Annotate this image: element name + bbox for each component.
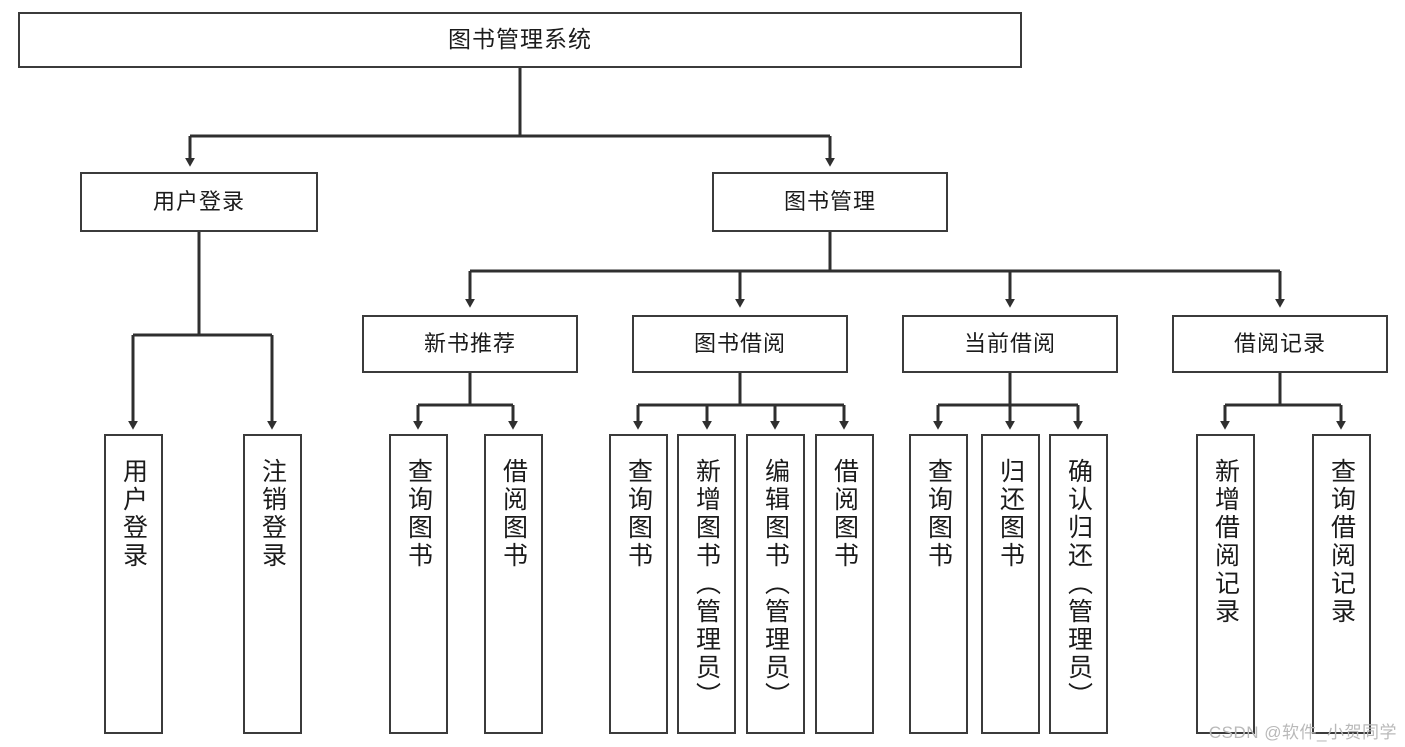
- node-book-borrow[interactable]: 图书借阅: [632, 315, 848, 373]
- node-user-login[interactable]: 用户登录: [80, 172, 318, 232]
- node-label: 新增图书（管理员）: [692, 458, 721, 710]
- node-new-book-recommend[interactable]: 新书推荐: [362, 315, 578, 373]
- node-current-borrow[interactable]: 当前借阅: [902, 315, 1118, 373]
- leaf-confirm-return-admin[interactable]: 确认归还（管理员）: [1049, 434, 1108, 734]
- node-label: 编辑图书（管理员）: [761, 458, 790, 710]
- node-label: 借阅图书: [499, 458, 528, 570]
- leaf-query-book-borrow[interactable]: 查询图书: [609, 434, 668, 734]
- node-label: 用户登录: [152, 188, 245, 214]
- node-label: 用户登录: [119, 458, 148, 570]
- leaf-query-book-recommend[interactable]: 查询图书: [389, 434, 448, 734]
- node-borrow-record[interactable]: 借阅记录: [1172, 315, 1388, 373]
- node-label: 图书管理: [783, 188, 876, 214]
- node-label: 新书推荐: [423, 330, 516, 356]
- node-label: 借阅记录: [1233, 330, 1326, 356]
- node-book-management-system[interactable]: 图书管理系统: [18, 12, 1022, 68]
- leaf-user-logout[interactable]: 注销登录: [243, 434, 302, 734]
- node-label: 确认归还（管理员）: [1064, 458, 1093, 710]
- node-label: 查询图书: [624, 458, 653, 570]
- leaf-return-book[interactable]: 归还图书: [981, 434, 1040, 734]
- node-label: 查询图书: [404, 458, 433, 570]
- leaf-add-book-admin[interactable]: 新增图书（管理员）: [677, 434, 736, 734]
- node-label: 图书借阅: [693, 330, 786, 356]
- leaf-add-borrow-record[interactable]: 新增借阅记录: [1196, 434, 1255, 734]
- node-book-management[interactable]: 图书管理: [712, 172, 948, 232]
- node-label: 图书管理系统: [448, 26, 592, 53]
- leaf-borrow-book-recommend[interactable]: 借阅图书: [484, 434, 543, 734]
- node-label: 归还图书: [996, 458, 1025, 570]
- node-label: 借阅图书: [830, 458, 859, 570]
- leaf-borrow-book[interactable]: 借阅图书: [815, 434, 874, 734]
- node-label: 查询图书: [924, 458, 953, 570]
- leaf-edit-book-admin[interactable]: 编辑图书（管理员）: [746, 434, 805, 734]
- node-label: 查询借阅记录: [1327, 458, 1356, 626]
- leaf-user-login[interactable]: 用户登录: [104, 434, 163, 734]
- leaf-query-book-current[interactable]: 查询图书: [909, 434, 968, 734]
- watermark-text: CSDN @软件_小贺同学: [1208, 723, 1397, 742]
- node-label: 新增借阅记录: [1211, 458, 1240, 626]
- leaf-query-borrow-record[interactable]: 查询借阅记录: [1312, 434, 1371, 734]
- node-label: 当前借阅: [963, 330, 1056, 356]
- node-label: 注销登录: [258, 458, 287, 570]
